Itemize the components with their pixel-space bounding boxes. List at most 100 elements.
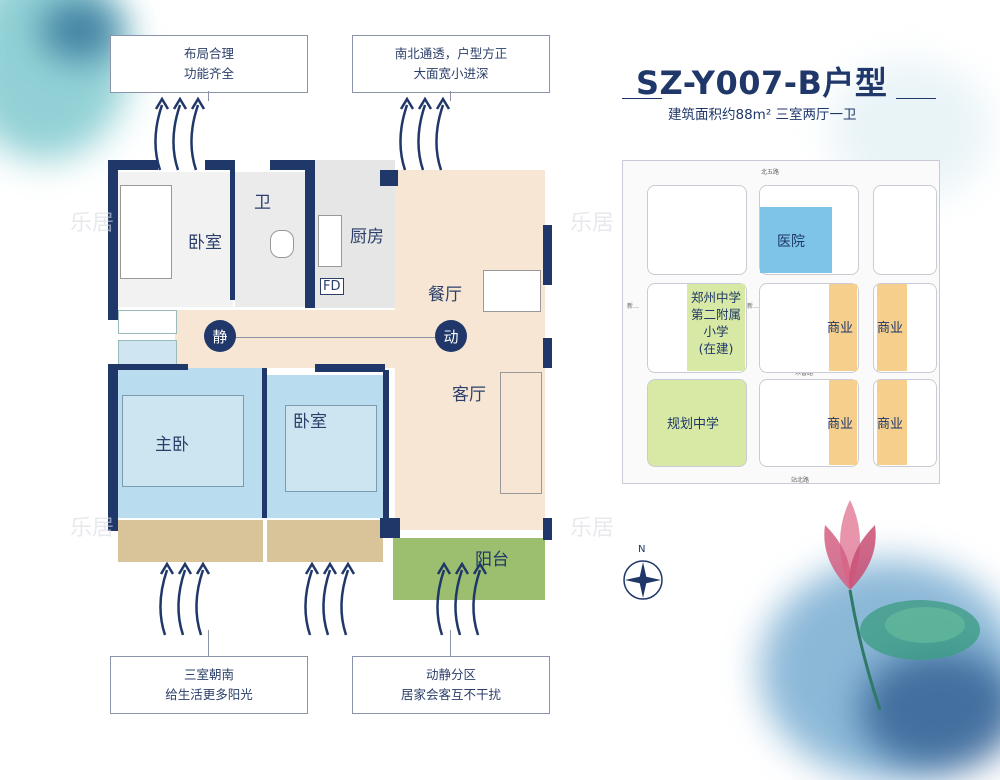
compass-north-label: N [638, 544, 646, 555]
road-label-bottom: 站北路 [791, 477, 810, 484]
room-label-kitchen: 厨房 [350, 227, 384, 247]
callout-line: 给生活更多阳光 [165, 687, 253, 702]
wall [543, 518, 552, 540]
road-label-top: 北五路 [761, 169, 780, 176]
callout-line: 动静分区 [425, 667, 476, 682]
closet-strip [118, 340, 177, 366]
quiet-zone-label: 静 [212, 327, 228, 346]
wall [380, 518, 400, 538]
callout-orientation: 南北通透，户型方正 大面宽小进深 [352, 35, 550, 93]
stove [318, 215, 342, 267]
map-label-commerce: 商业 [827, 417, 854, 432]
room-label-bedroom-north: 卧室 [188, 233, 222, 253]
commerce-area [877, 284, 907, 371]
wall [305, 160, 315, 308]
callout-line: 居家会客互不干扰 [400, 687, 501, 702]
active-zone-label: 动 [443, 327, 459, 346]
callout-line: 南北通透，户型方正 [394, 46, 508, 61]
connector-line [208, 630, 209, 656]
callout-line: 大面宽小进深 [413, 66, 489, 81]
connector-line [208, 91, 209, 101]
room-label-bathroom: 卫 [254, 193, 271, 213]
callout-line: 三室朝南 [183, 667, 234, 682]
title-rule-left [622, 98, 662, 99]
room-label-master: 主卧 [155, 435, 189, 455]
map-label-commerce: 商业 [877, 321, 904, 336]
wall [230, 170, 235, 300]
room-label-bedroom-south: 卧室 [293, 412, 327, 432]
callout-line: 布局合理 [183, 46, 234, 61]
airflow-arrows-top-mid [399, 96, 451, 171]
road-label-middle: 木香路 [795, 370, 814, 377]
wall [108, 160, 158, 170]
callout-layout: 布局合理 功能齐全 [110, 35, 308, 93]
wall [270, 160, 315, 170]
airflow-arrows-bottom-left [159, 561, 211, 636]
site-map: 北五路 木香路 站北路 新… 新… 医院 郑州中学 第二附属 小学 (在建) 商… [622, 160, 940, 484]
road-label-center: 新… [747, 303, 760, 310]
room-label-fd: FD [320, 278, 344, 295]
watermark: 乐居 [570, 211, 615, 236]
dining-area [395, 170, 545, 368]
connector-line [450, 91, 451, 101]
toilet [270, 230, 294, 258]
map-label-commerce: 商业 [877, 417, 904, 432]
room-label-living: 客厅 [452, 385, 486, 405]
plan-title: SZ-Y007-B户型 [636, 64, 888, 102]
zz-school-area [687, 284, 745, 371]
circulation-line [232, 337, 442, 338]
map-block-empty [873, 185, 937, 275]
school-line: 郑州中学 [690, 290, 741, 305]
wall [205, 160, 235, 170]
wall [380, 170, 398, 186]
bed-master [122, 395, 244, 487]
floor-plan: 卧室 卫 厨房 FD 餐厅 客厅 主卧 卧室 阳台 静 动 [0, 0, 560, 636]
sofa [500, 372, 542, 494]
commerce-area [877, 380, 907, 465]
watercolor-top-left-2 [40, 0, 120, 60]
map-block-residential [647, 185, 747, 275]
callout-zoning: 动静分区 居家会客互不干扰 [352, 656, 550, 714]
road-label-left: 新… [627, 303, 640, 310]
map-label-commerce: 商业 [827, 321, 854, 336]
airflow-arrows-top-left [154, 96, 206, 171]
wall [383, 370, 389, 520]
map-label-zz-school: 郑州中学 第二附属 小学 (在建) [687, 289, 745, 357]
watermark: 乐居 [570, 516, 615, 541]
bay-window-south [267, 520, 383, 562]
title-rule-right [896, 98, 936, 99]
map-block-plan-school [647, 379, 747, 467]
school-line: (在建) [698, 341, 734, 356]
wall [543, 225, 552, 285]
commerce-area [829, 284, 857, 371]
lotus-flower-icon [824, 500, 980, 711]
wall [543, 338, 552, 368]
watermark: 乐居 [70, 211, 115, 236]
dining-table [483, 270, 541, 312]
bed-north [120, 185, 172, 279]
room-label-balcony: 阳台 [475, 550, 509, 570]
plan-subtitle: 建筑面积约88m² 三室两厅一卫 [668, 107, 857, 123]
airflow-arrows-bottom-mid [304, 561, 356, 636]
connector-line [450, 630, 451, 656]
wall [108, 366, 118, 531]
bay-window-master [118, 520, 263, 562]
closet-strip [118, 310, 177, 334]
wall [315, 364, 385, 372]
airflow-arrows-balcony [436, 561, 488, 636]
watermark: 乐居 [70, 516, 115, 541]
bed-south [285, 405, 377, 492]
balcony-area [393, 538, 545, 600]
map-label-plan-school: 规划中学 [667, 417, 720, 432]
wall [108, 160, 118, 320]
wall [108, 364, 188, 370]
compass-icon [623, 560, 663, 600]
school-line: 第二附属 [690, 307, 741, 322]
map-label-hospital: 医院 [777, 234, 805, 250]
quiet-zone-badge: 静 [204, 320, 236, 352]
hospital-area [760, 207, 832, 273]
commerce-area [829, 380, 857, 465]
active-zone-badge: 动 [435, 320, 467, 352]
callout-line: 功能齐全 [183, 66, 234, 81]
room-label-dining: 餐厅 [428, 285, 462, 305]
